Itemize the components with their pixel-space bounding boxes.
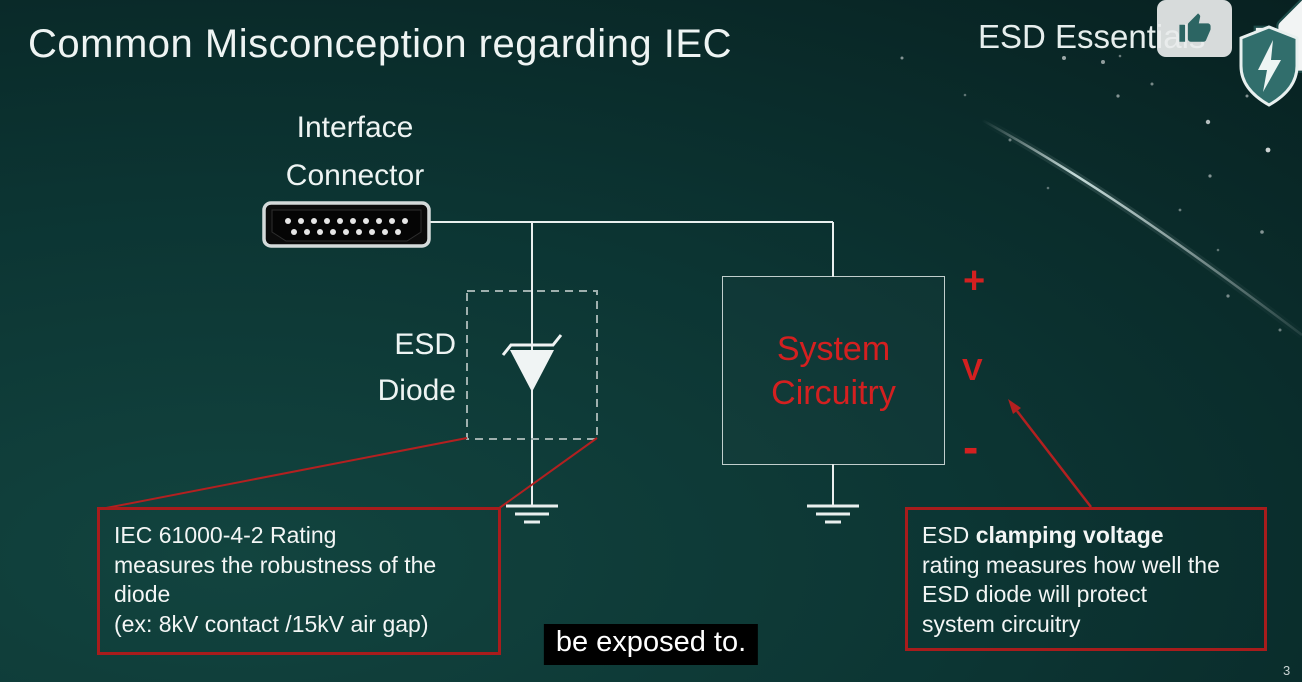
- light-streak: [981, 118, 1302, 336]
- connector-label-line1: Interface: [296, 111, 414, 144]
- plus-terminal: +: [963, 260, 986, 302]
- esd-diode-label: ESD Diode: [352, 322, 456, 414]
- esd-diode-symbol: [501, 334, 563, 392]
- minus-terminal: -: [963, 421, 979, 473]
- lightning-icon: [1258, 40, 1281, 92]
- diode-dashed-box: [466, 290, 598, 440]
- thumbs-up-icon[interactable]: [1157, 0, 1232, 57]
- note-line: rating measures how well the: [922, 551, 1220, 578]
- note-line: ESD diode will protect: [922, 581, 1147, 607]
- note-line: diode: [114, 581, 171, 607]
- page-title: Common Misconception regarding IEC: [28, 22, 732, 66]
- note-line: system circuitry: [922, 610, 1081, 637]
- callout-arrow: [1008, 399, 1092, 508]
- system-circuitry-box: System Circuitry: [722, 276, 945, 465]
- system-label-line2: Circuitry: [771, 373, 896, 412]
- callout-lines: [100, 437, 598, 510]
- clamping-voltage-note: ESD clamping voltage rating measures how…: [905, 507, 1267, 651]
- page-number: 3: [1283, 663, 1291, 678]
- iec-rating-note: IEC 61000-4-2 Rating measures the robust…: [97, 507, 501, 655]
- note-line-bold: clamping voltage: [975, 522, 1164, 548]
- note-line: (ex: 8kV contact /15kV air gap): [114, 610, 429, 637]
- hdmi-connector-icon: [262, 201, 431, 248]
- connector-label: Interface Connector: [245, 104, 465, 200]
- ground-symbol-diode: [506, 504, 558, 524]
- note-line: ESD clamping voltage: [922, 521, 1250, 551]
- star-field: [900, 54, 1282, 332]
- ground-symbol-system: [807, 504, 859, 524]
- note-line: IEC 61000-4-2 Rating: [114, 522, 337, 548]
- note-line: measures the robustness of the: [114, 551, 437, 578]
- esd-label-line1: ESD: [394, 328, 456, 361]
- shield-logo-icon: [1239, 25, 1299, 107]
- esd-label-line2: Diode: [377, 374, 456, 407]
- system-label-line1: System: [776, 329, 891, 368]
- connector-label-line2: Connector: [285, 159, 425, 192]
- subtitle-caption: be exposed to.: [543, 624, 759, 665]
- thumbs-up-glyph: [1178, 12, 1211, 42]
- note-line-normal: ESD: [922, 522, 976, 548]
- voltage-label: V: [962, 352, 983, 387]
